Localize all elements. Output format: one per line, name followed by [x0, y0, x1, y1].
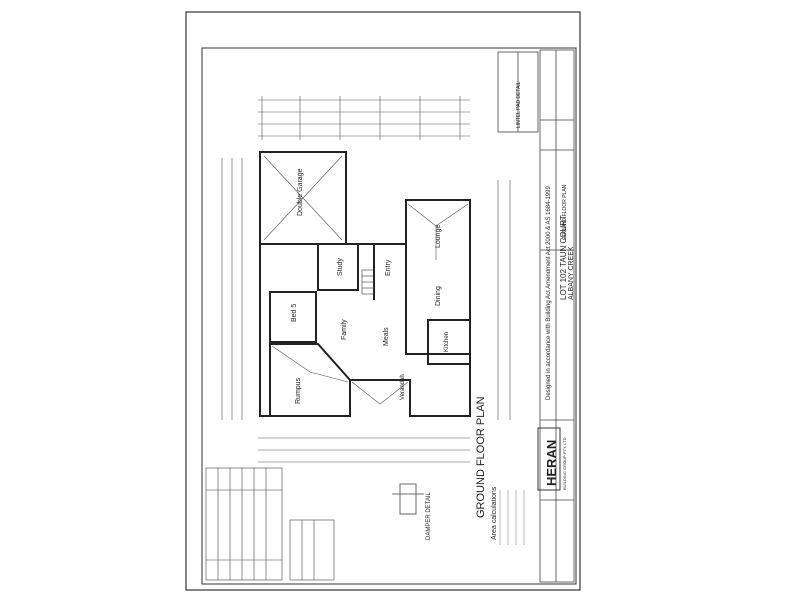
lot-label: LOT 102 TAUN COURT	[559, 215, 568, 300]
lintel-label: LINTEL PAD DETAIL	[516, 81, 522, 128]
room-rumpus: Rumpus	[295, 377, 302, 404]
damper-detail-label: DAMPER DETAIL	[426, 491, 432, 540]
room-dining: Dining	[435, 286, 442, 306]
room-double-garage: Double Garage	[297, 168, 304, 216]
room-verandah: Verandah	[400, 374, 406, 400]
room-lounge: Lounge	[435, 225, 442, 248]
room-bed5: Bed 5	[291, 304, 298, 322]
lounge-roof-lines	[407, 203, 469, 260]
area-lines	[499, 490, 525, 545]
inner-frame	[201, 47, 577, 585]
garage-cross	[263, 155, 343, 241]
outer-frame	[185, 11, 581, 591]
room-kitchen: Kitchen	[444, 332, 450, 352]
stairs	[361, 269, 375, 295]
company-logo: HERAN BUILDING GROUP PTY. LTD.	[537, 427, 567, 491]
title-block	[497, 49, 575, 583]
window-schedule-table	[205, 467, 335, 581]
dimension-lines	[221, 96, 511, 463]
damper-detail	[392, 483, 424, 515]
compliance-note: Designed in accordance with Building Act…	[546, 186, 552, 400]
room-entry: Entry	[385, 259, 392, 276]
room-meals: Meals	[383, 327, 390, 346]
plan-title: GROUND FLOOR PLAN	[475, 396, 487, 518]
company-name: HERAN	[544, 440, 559, 486]
company-sub: BUILDING GROUP PTY. LTD.	[562, 436, 567, 490]
floor-walls	[259, 151, 471, 417]
sheet-label: GROUND FLOOR PLAN	[562, 184, 568, 240]
verandah-roof-lines	[271, 345, 409, 405]
room-family: Family	[341, 319, 348, 340]
room-study: Study	[337, 258, 344, 276]
suburb-label: ALBANY CREEK	[568, 246, 575, 300]
area-heading: Area calculations	[491, 486, 498, 540]
